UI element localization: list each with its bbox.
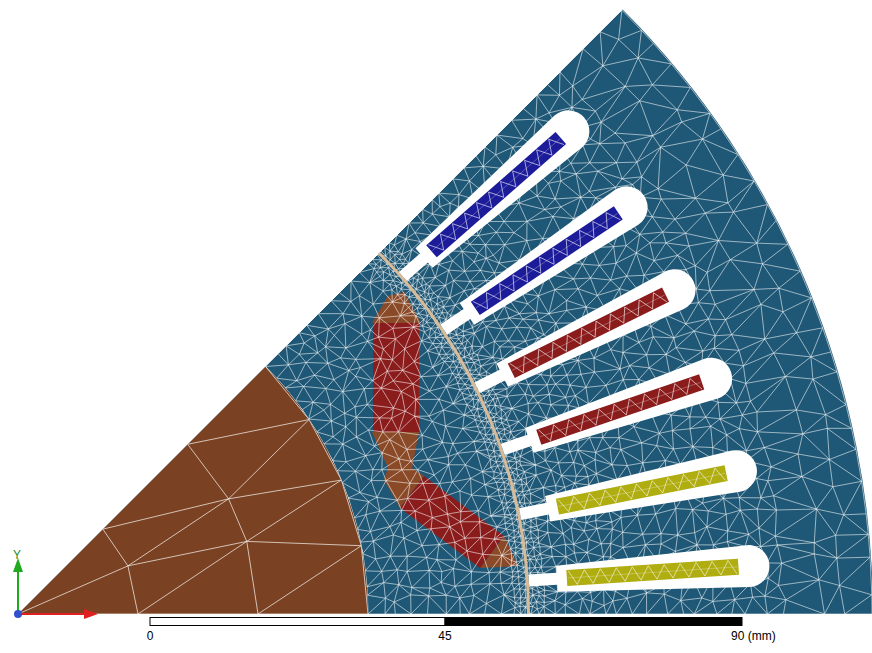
slot-opening xyxy=(516,447,761,535)
scale-value: 0 xyxy=(147,629,154,643)
scale-segment xyxy=(445,618,742,626)
air-gap xyxy=(378,252,530,614)
slot-opening xyxy=(528,544,771,602)
permanent-magnet xyxy=(400,476,504,568)
origin-dot xyxy=(14,610,22,618)
scale-bar xyxy=(150,618,742,626)
core-steel xyxy=(18,9,872,614)
mesh-lines xyxy=(512,295,664,370)
scale-value: 45 xyxy=(438,629,451,643)
stator-slot xyxy=(389,102,598,292)
arrow-head xyxy=(84,609,98,619)
y-axis xyxy=(17,570,19,614)
coil-conductor xyxy=(566,559,739,586)
coil-conductor xyxy=(471,206,623,315)
mesh-lines xyxy=(568,560,737,585)
scale-segment xyxy=(150,618,445,626)
coil-conductor xyxy=(556,465,728,514)
mesh-lines xyxy=(558,467,726,514)
scale-value: 90 (mm) xyxy=(731,629,776,643)
mesh-lines xyxy=(510,289,667,376)
stator-slot xyxy=(516,447,761,535)
mesh-lines xyxy=(558,473,725,506)
coordinate-axes xyxy=(13,558,98,619)
mesh-lines xyxy=(538,376,702,443)
mesh-lines xyxy=(265,10,872,614)
coil-conductor xyxy=(426,132,566,257)
slot-opening xyxy=(389,102,598,292)
mesh-lines xyxy=(473,208,620,313)
axis-label: Y xyxy=(13,548,21,562)
coil-conductor xyxy=(536,374,704,444)
mesh-lines xyxy=(428,134,564,255)
mesh-lines xyxy=(432,139,560,251)
mesh-lines xyxy=(540,382,701,437)
mesh-lines xyxy=(568,567,738,578)
coil-conductor xyxy=(508,287,669,377)
x-axis xyxy=(18,613,86,615)
stator-slot xyxy=(528,544,771,602)
mesh-lines xyxy=(476,213,617,307)
mesh-lines xyxy=(18,367,368,614)
